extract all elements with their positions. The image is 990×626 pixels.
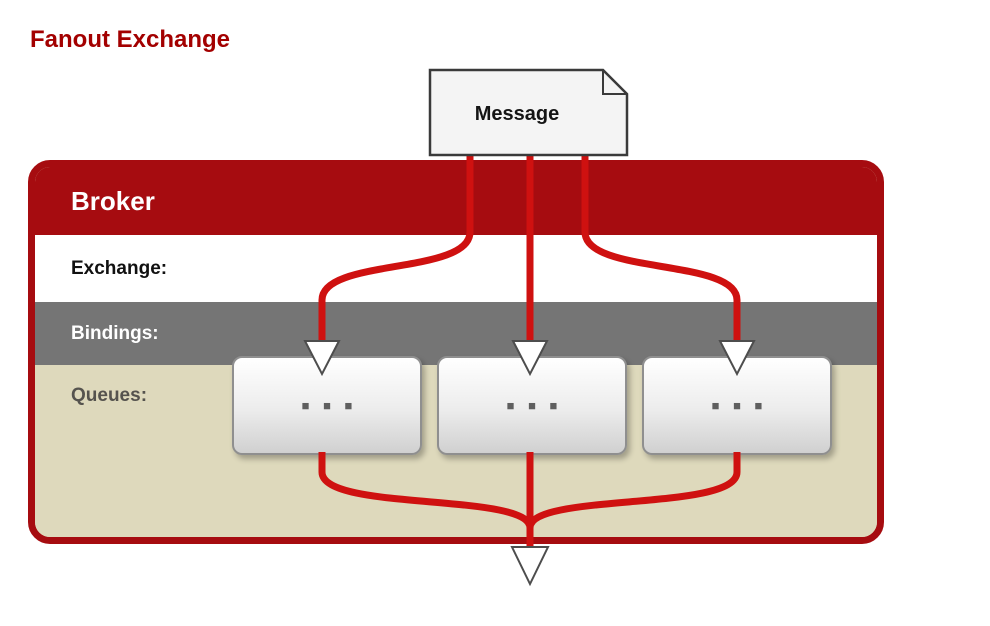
message-fold-icon <box>602 70 627 95</box>
broker-header: Broker <box>35 167 877 235</box>
queue-2-dots: ■ ■ ■ <box>506 398 563 413</box>
queue-box-2: ■ ■ ■ <box>437 356 627 455</box>
queue-1-dots: ■ ■ ■ <box>301 398 358 413</box>
queue-3-dots: ■ ■ ■ <box>711 398 768 413</box>
broker-label: Broker <box>71 185 155 216</box>
exchange-label: Exchange: <box>71 257 168 279</box>
broker-container: Broker Exchange: Bindings: Queues: <box>28 160 884 544</box>
queue-box-1: ■ ■ ■ <box>232 356 422 455</box>
queues-label: Queues: <box>71 385 148 406</box>
arrowhead-bottom-icon <box>510 546 550 587</box>
bindings-label: Bindings: <box>71 322 159 344</box>
queue-box-3: ■ ■ ■ <box>642 356 832 455</box>
message-label: Message <box>475 103 560 125</box>
diagram-title: Fanout Exchange <box>30 26 231 53</box>
exchange-band: Exchange: <box>35 235 877 302</box>
message-shape <box>428 68 629 157</box>
